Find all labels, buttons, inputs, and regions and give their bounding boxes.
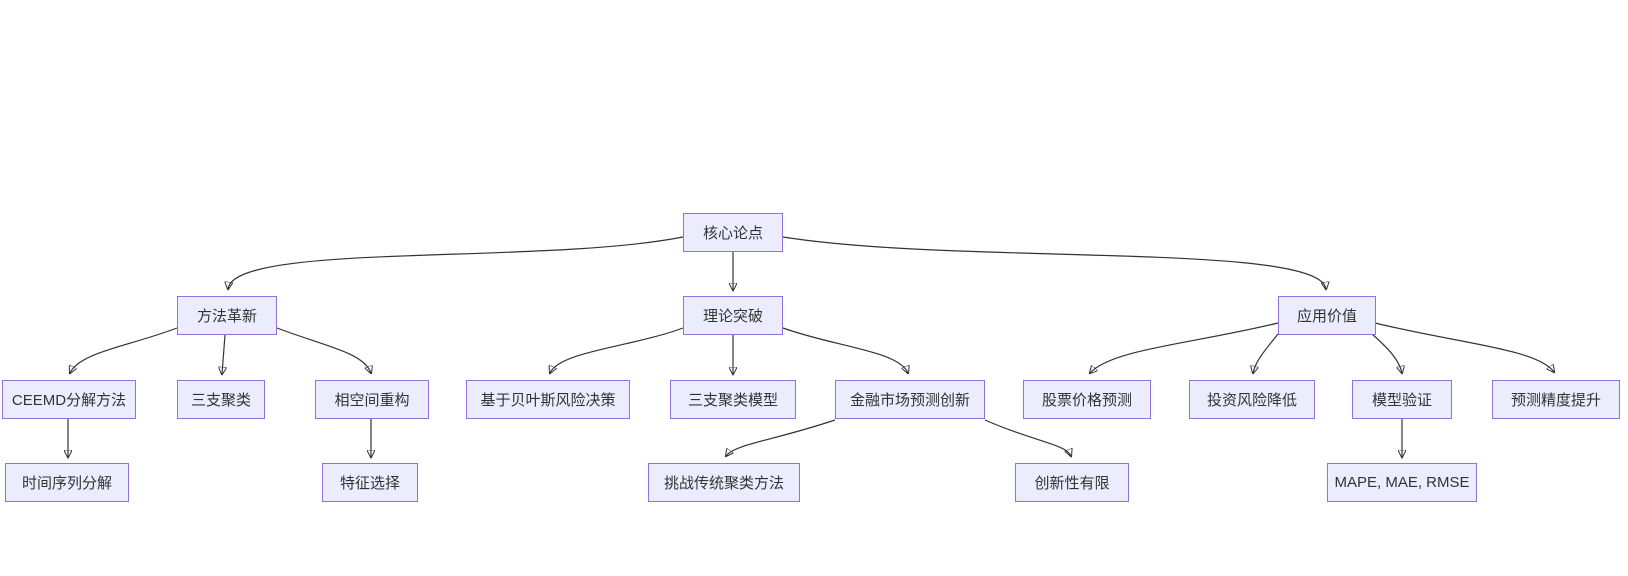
node-model-validation: 模型验证	[1352, 380, 1452, 419]
node-core-thesis: 核心论点	[683, 213, 783, 252]
node-stock-price-prediction: 股票价格预测	[1023, 380, 1151, 419]
edge-method-threeway	[222, 334, 225, 374]
edge-method-phase	[276, 327, 371, 373]
node-ceemd-decomposition: CEEMD分解方法	[2, 380, 136, 419]
edge-application-stock	[1090, 322, 1279, 373]
node-theory-breakthrough: 理论突破	[683, 296, 783, 335]
edge-application-risk	[1253, 333, 1279, 373]
node-evaluation-metrics: MAPE, MAE, RMSE	[1327, 463, 1477, 502]
edge-finmarket-challenge	[726, 419, 836, 456]
node-bayesian-risk-decision: 基于贝叶斯风险决策	[466, 380, 630, 419]
edge-application-accuracy	[1374, 322, 1554, 372]
node-three-way-clustering-model: 三支聚类模型	[670, 380, 796, 419]
edge-theory-bayes	[550, 327, 684, 373]
node-time-series-decomposition: 时间序列分解	[5, 463, 129, 502]
node-application-value: 应用价值	[1278, 296, 1376, 335]
node-phase-space-reconstruction: 相空间重构	[315, 380, 429, 419]
edge-application-validation	[1371, 333, 1402, 373]
node-challenge-traditional-clustering: 挑战传统聚类方法	[648, 463, 800, 502]
node-financial-market-innovation: 金融市场预测创新	[835, 380, 985, 419]
edge-method-ceemd	[70, 327, 178, 373]
edge-theory-finmarket	[782, 327, 908, 373]
edge-root-application	[782, 236, 1326, 289]
node-feature-selection: 特征选择	[322, 463, 418, 502]
node-prediction-accuracy-improvement: 预测精度提升	[1492, 380, 1620, 419]
edge-finmarket-limited	[984, 419, 1071, 456]
node-investment-risk-reduction: 投资风险降低	[1189, 380, 1315, 419]
edge-root-method	[228, 236, 684, 289]
node-limited-innovation: 创新性有限	[1015, 463, 1129, 502]
node-method-innovation: 方法革新	[177, 296, 277, 335]
node-three-way-clustering: 三支聚类	[177, 380, 265, 419]
